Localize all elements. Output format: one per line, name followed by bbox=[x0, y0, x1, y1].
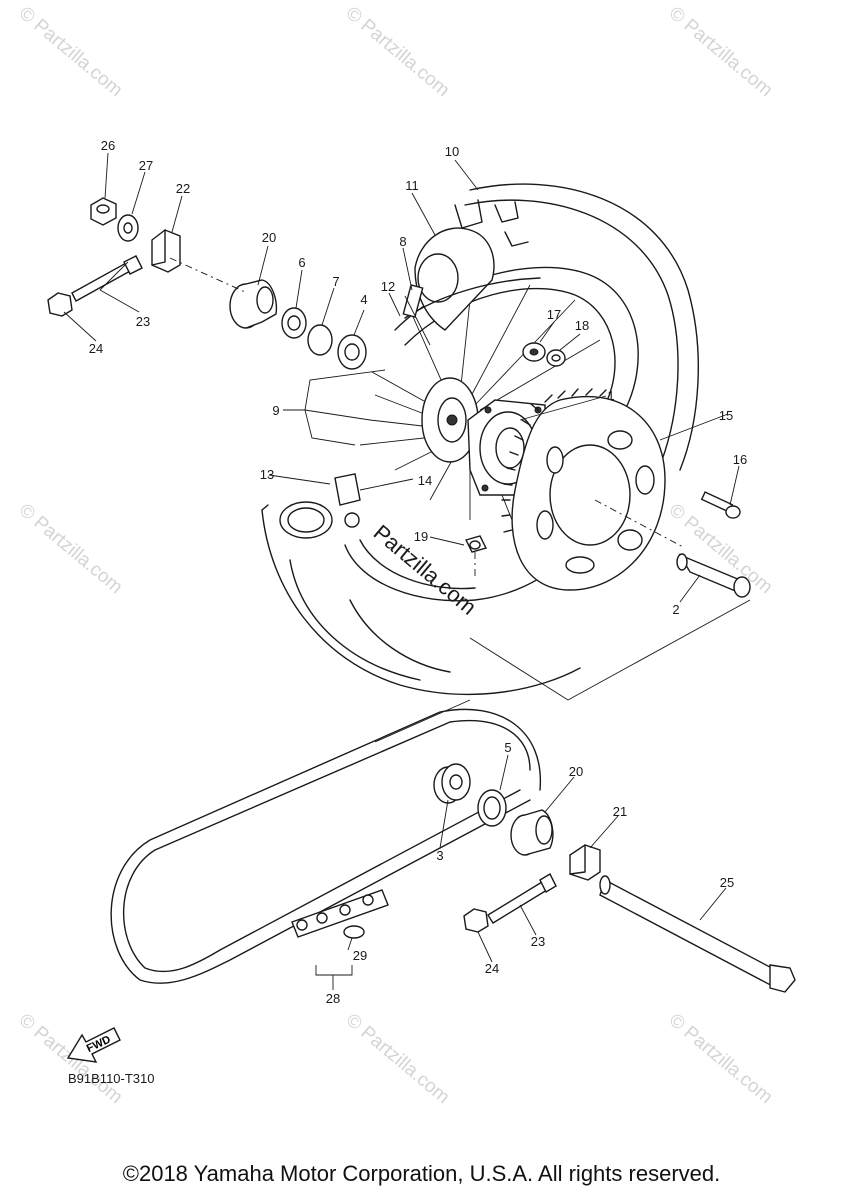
sprocket-15 bbox=[501, 388, 666, 591]
watermark: © Partzilla.com bbox=[15, 3, 127, 101]
callout-labels: 1 2 3 4 5 6 7 8 9 10 11 12 13 14 15 16 1… bbox=[89, 138, 747, 1006]
master-link-29 bbox=[343, 925, 365, 939]
diagram-code: B91B110-T310 bbox=[68, 1071, 155, 1086]
axle-25 bbox=[599, 875, 796, 993]
nut-24-lower bbox=[463, 908, 489, 933]
fwd-label: FWD bbox=[85, 1034, 113, 1055]
callout-12: 12 bbox=[381, 279, 395, 294]
callout-8: 8 bbox=[399, 234, 406, 249]
callout-7: 7 bbox=[332, 274, 339, 289]
callout-13: 13 bbox=[260, 467, 274, 482]
callout-25: 25 bbox=[720, 875, 734, 890]
nut-26 bbox=[90, 197, 117, 226]
bolt-16 bbox=[700, 491, 741, 519]
callout-23-upper: 23 bbox=[136, 314, 150, 329]
bearing-4 bbox=[337, 334, 367, 370]
callout-29: 29 bbox=[353, 948, 367, 963]
callout-20-lower: 20 bbox=[569, 764, 583, 779]
watermark: © Partzilla.com bbox=[665, 3, 777, 101]
callout-1: 1 bbox=[607, 388, 614, 403]
callout-6: 6 bbox=[298, 255, 305, 270]
nut-19 bbox=[464, 535, 488, 553]
chain-joint bbox=[291, 889, 389, 938]
callout-24-upper: 24 bbox=[89, 341, 103, 356]
callout-5: 5 bbox=[504, 740, 511, 755]
fwd-arrow-icon: FWD bbox=[66, 1027, 121, 1063]
circlip-7 bbox=[307, 324, 333, 356]
rim-lock-13 bbox=[334, 473, 361, 528]
collar-20-upper bbox=[229, 279, 278, 329]
watermark: © Partzilla.com bbox=[15, 500, 127, 598]
callout-3: 3 bbox=[436, 848, 443, 863]
assembly-bracket bbox=[469, 599, 751, 701]
callout-27: 27 bbox=[139, 158, 153, 173]
callout-28: 28 bbox=[326, 991, 340, 1006]
callout-23-lower: 23 bbox=[531, 934, 545, 949]
leader-lines bbox=[63, 152, 740, 990]
watermark: © Partzilla.com bbox=[342, 3, 454, 101]
callout-20-upper: 20 bbox=[262, 230, 276, 245]
bearing-6 bbox=[281, 307, 307, 339]
assembly-bracket bbox=[374, 699, 471, 743]
tire-10 bbox=[261, 183, 699, 696]
callout-21: 21 bbox=[613, 804, 627, 819]
bolt-23-upper bbox=[71, 255, 143, 302]
washer-27 bbox=[117, 214, 139, 242]
callout-11: 11 bbox=[405, 178, 419, 193]
collar-2 bbox=[676, 553, 751, 598]
hub bbox=[421, 377, 479, 463]
callout-19: 19 bbox=[414, 529, 428, 544]
callout-24-lower: 24 bbox=[485, 961, 499, 976]
callout-4: 4 bbox=[360, 292, 367, 307]
callout-10: 10 bbox=[445, 144, 459, 159]
axle-centerline-sprocket bbox=[594, 499, 686, 549]
rim-band-12 bbox=[404, 277, 541, 319]
inner-tube-11 bbox=[279, 227, 495, 539]
callout-2: 2 bbox=[672, 602, 679, 617]
watermark: © Partzilla.com bbox=[342, 1010, 454, 1108]
callout-17: 17 bbox=[547, 307, 561, 322]
callout-16: 16 bbox=[733, 452, 747, 467]
seal-5 bbox=[477, 789, 507, 827]
washer-18 bbox=[546, 349, 566, 367]
callout-14: 14 bbox=[418, 473, 432, 488]
callout-9: 9 bbox=[272, 403, 279, 418]
callout-26: 26 bbox=[101, 138, 115, 153]
adjuster-21 bbox=[569, 844, 601, 881]
watermark: © Partzilla.com bbox=[665, 1010, 777, 1108]
copyright-notice: ©2018 Yamaha Motor Corporation, U.S.A. A… bbox=[122, 1161, 721, 1186]
bearing-3 bbox=[433, 763, 471, 804]
axle-centerline-upper bbox=[169, 257, 246, 293]
callout-15: 15 bbox=[719, 408, 733, 423]
chain-28 bbox=[110, 708, 542, 984]
bolt-23-lower bbox=[487, 873, 557, 924]
collar-20-lower bbox=[510, 809, 554, 856]
callout-22: 22 bbox=[176, 181, 190, 196]
callout-18: 18 bbox=[575, 318, 589, 333]
nut-24-upper bbox=[47, 292, 73, 317]
adjuster-22 bbox=[151, 229, 181, 273]
nut-17 bbox=[522, 342, 546, 362]
